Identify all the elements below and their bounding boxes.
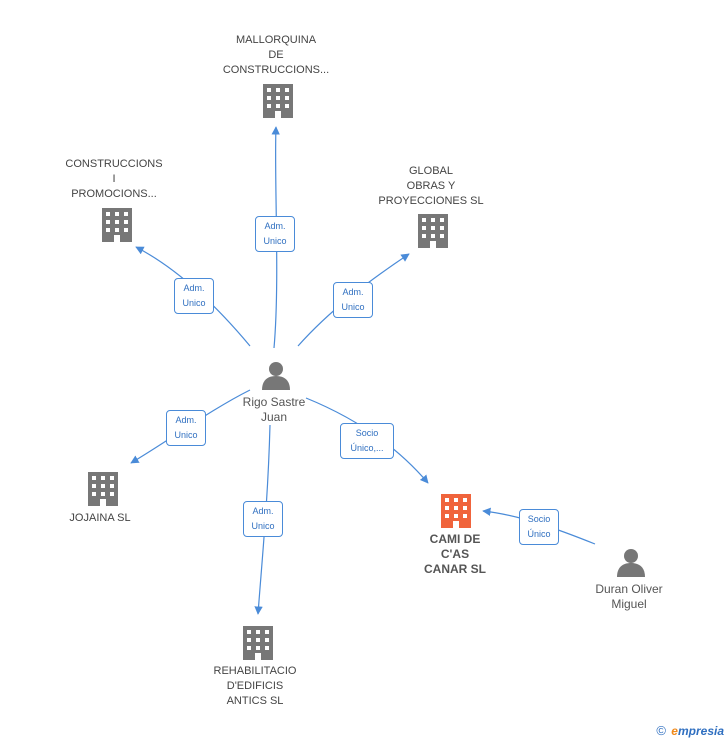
edge-label-line: Unico [251, 521, 275, 531]
edge-label-line: Adm. [252, 506, 274, 516]
label-line: JOJAINA SL [69, 512, 131, 524]
building-icon [88, 472, 118, 506]
building-icon [263, 84, 293, 118]
node-label-rehabilitacio[interactable]: REHABILITACIO D'EDIFICIS ANTICS SL [214, 664, 297, 709]
label-line: MALLORQUINA [235, 34, 317, 46]
edge-label-line: Unico [263, 236, 287, 246]
edge-label-mallorquina[interactable]: Adm. Unico [255, 216, 295, 252]
edge-label-line: Adm. [342, 287, 364, 297]
edge-label-line: Unico [341, 302, 365, 312]
person-icon [617, 549, 645, 577]
label-line: CONSTRUCCIONS... [222, 64, 330, 76]
edge-label-line: Adm. [175, 415, 197, 425]
label-line: GLOBAL [408, 165, 454, 177]
node-label-construcciones[interactable]: CONSTRUCCIONS I PROMOCIONS... [65, 157, 162, 202]
edge-label-construcciones[interactable]: Adm. Unico [174, 278, 214, 314]
edge-label-line: Unico [182, 298, 206, 308]
label-line: Juan [260, 410, 288, 424]
building-icon [243, 626, 273, 660]
edge-label-line: Socio [355, 428, 379, 438]
building-icon [418, 214, 448, 248]
edge-label-rehabilitacio[interactable]: Adm. Unico [243, 501, 283, 537]
label-line: Miguel [611, 597, 647, 611]
label-line: PROYECCIONES SL [378, 195, 484, 207]
person-icon [262, 362, 290, 390]
edge-label-jojaina[interactable]: Adm. Unico [166, 410, 206, 446]
label-line: CANAR SL [424, 562, 486, 576]
label-line: REHABILITACIO [213, 665, 297, 677]
label-line: ANTICS SL [226, 695, 284, 707]
edge-label-line: Único [527, 529, 551, 539]
node-label-jojaina[interactable]: JOJAINA SL [69, 511, 130, 526]
node-label-mallorquina[interactable]: MALLORQUINA DE CONSTRUCCIONS... [223, 33, 329, 78]
edge-label-line: Adm. [264, 221, 286, 231]
edge-label-line: Socio [527, 514, 551, 524]
edge-label-line: Único,... [350, 443, 384, 453]
label-line: CONSTRUCCIONS [65, 158, 163, 170]
label-line: CAMI DE [429, 532, 481, 546]
building-icon [102, 208, 132, 242]
brand-logo-e: e [671, 724, 678, 738]
brand-footer[interactable]: © empresia [656, 723, 724, 738]
edge-label-line: Unico [174, 430, 198, 440]
node-label-rigo[interactable]: Rigo Sastre Juan [243, 395, 306, 425]
label-line: PROMOCIONS... [71, 188, 157, 200]
building-icon-focus [441, 494, 471, 528]
edge-label-cami[interactable]: Socio Único,... [340, 423, 394, 459]
edge-label-duran[interactable]: Socio Único [519, 509, 559, 545]
label-line: DE [268, 49, 284, 61]
node-label-global[interactable]: GLOBAL OBRAS Y PROYECCIONES SL [378, 164, 483, 209]
label-line: OBRAS Y [406, 180, 456, 192]
label-line: D'EDIFICIS [226, 680, 284, 692]
brand-logo-text: mpresia [677, 724, 724, 738]
copyright-icon: © [656, 723, 666, 738]
label-line: Rigo Sastre [242, 395, 306, 409]
label-line: C'AS [440, 547, 470, 561]
label-line: I [112, 173, 116, 185]
edge-label-global[interactable]: Adm. Unico [333, 282, 373, 318]
node-label-duran[interactable]: Duran Oliver Miguel [595, 582, 662, 612]
node-label-cami[interactable]: CAMI DE C'AS CANAR SL [424, 532, 486, 577]
edge-label-line: Adm. [183, 283, 205, 293]
label-line: Duran Oliver [595, 582, 663, 596]
